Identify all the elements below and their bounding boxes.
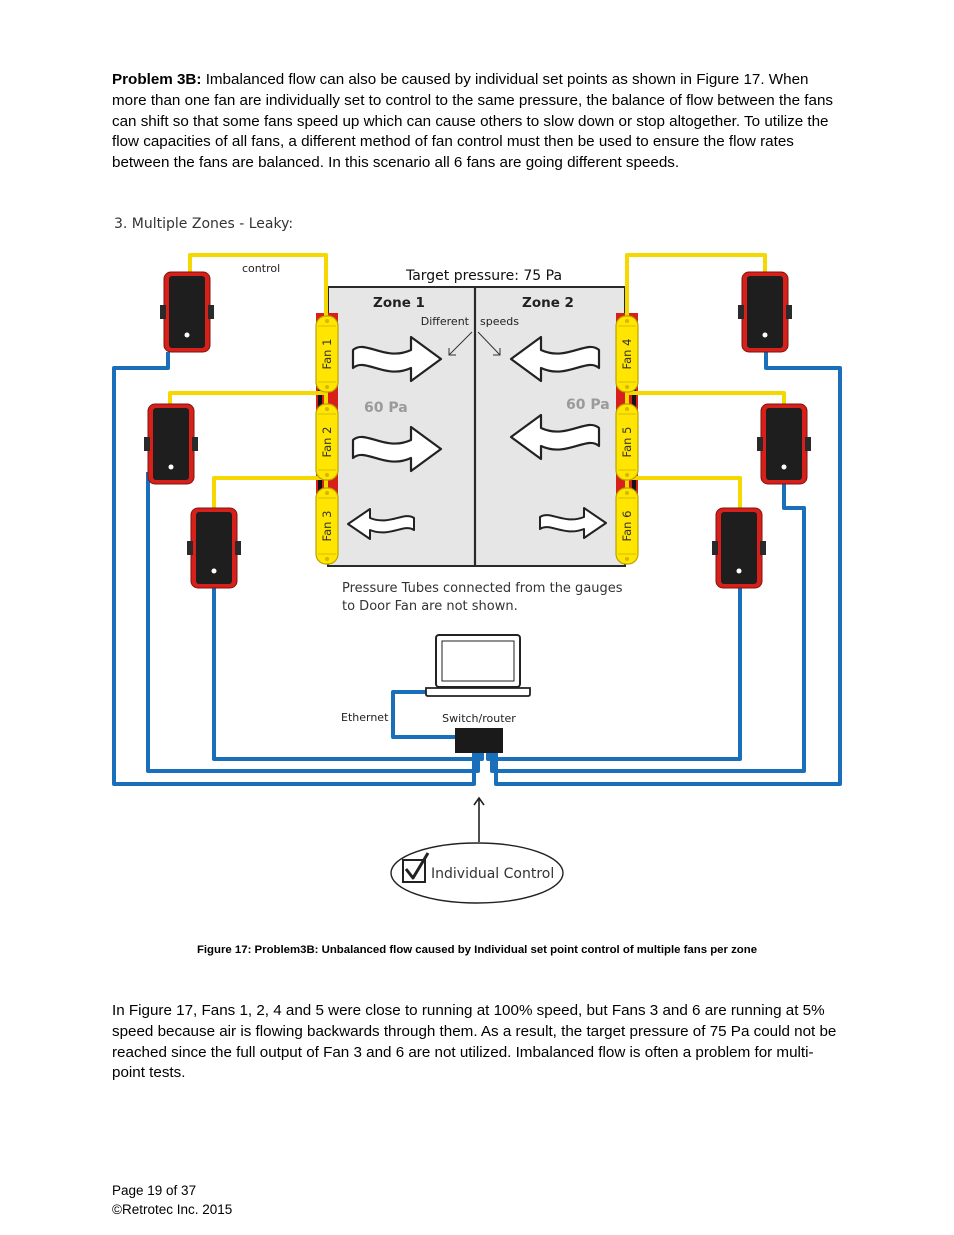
different-label: Different — [421, 315, 470, 328]
control-wires — [168, 253, 786, 512]
up-arrow — [473, 796, 485, 842]
note-line-1: Pressure Tubes connected from the gauges — [342, 581, 623, 596]
fan-6-label: Fan 6 — [620, 511, 634, 542]
fan-1-label: Fan 1 — [320, 339, 334, 370]
body-paragraph: In Figure 17, Fans 1, 2, 4 and 5 were cl… — [112, 1002, 837, 1082]
speed-pointer-arrows — [448, 331, 501, 356]
laptop-icon — [425, 634, 531, 697]
switch-label: Switch/router — [442, 712, 516, 725]
zone-2-pressure: 60 Pa — [566, 397, 610, 413]
fan-4-label: Fan 4 — [620, 339, 634, 370]
figure-title: 3. Multiple Zones - Leaky: — [114, 216, 293, 232]
gauge-fan-5 — [756, 403, 812, 485]
copyright: ©Retrotec Inc. 2015 — [112, 1202, 233, 1217]
ethernet-label: Ethernet — [341, 711, 389, 724]
target-pressure: Target pressure: 75 Pa — [405, 268, 562, 284]
gauge-fan-2 — [143, 403, 199, 485]
figure-caption: Figure 17: Problem3B: Unbalanced flow ca… — [196, 944, 758, 956]
individual-control-label: Individual Control — [431, 866, 554, 882]
problem-heading: Problem 3B: — [112, 71, 202, 88]
fan-2-label: Fan 2 — [320, 427, 334, 458]
fan-5-label: Fan 5 — [620, 427, 634, 458]
zone-2-label: Zone 2 — [522, 295, 574, 311]
speeds-label: speeds — [480, 315, 519, 328]
figure-17-diagram: 3. Multiple Zones - Leaky: Fan 1 Fan 2 F… — [112, 216, 842, 904]
individual-control-ellipse — [390, 842, 564, 904]
zone-1-pressure: 60 Pa — [364, 400, 408, 416]
page-number: Page 19 of 37 — [112, 1183, 197, 1198]
gauge-fan-6 — [711, 507, 767, 589]
gauge-fan-4 — [737, 271, 793, 353]
zone-1-label: Zone 1 — [373, 295, 425, 311]
switch-router-icon — [455, 728, 503, 753]
checkbox-checked-icon — [402, 852, 430, 883]
ethernet-wires — [112, 352, 842, 786]
gauge-fan-3 — [186, 507, 242, 589]
intro-text: Imbalanced flow can also be caused by in… — [112, 71, 833, 172]
note-line-2: to Door Fan are not shown. — [342, 599, 518, 614]
gauge-fan-1 — [159, 271, 215, 353]
intro-paragraph: Problem 3B: Imbalanced flow can also be … — [112, 70, 842, 174]
control-label: control — [242, 262, 280, 275]
fan-3-label: Fan 3 — [320, 511, 334, 542]
